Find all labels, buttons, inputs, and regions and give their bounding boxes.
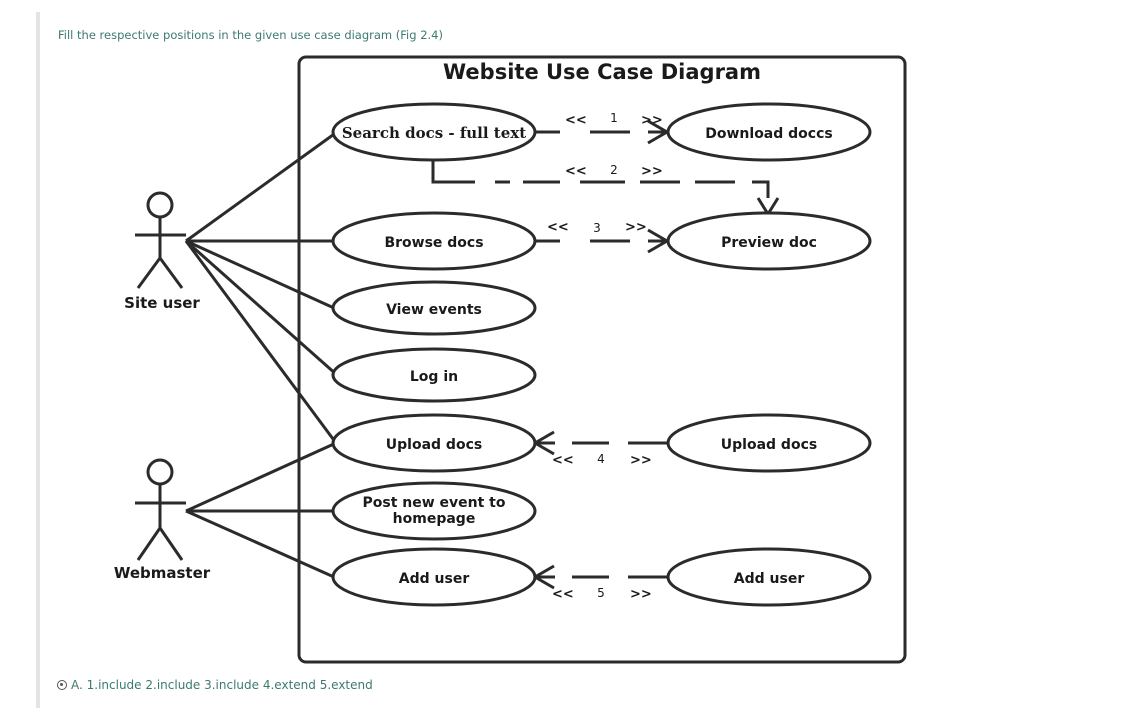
dependency-4-open: << [552,453,574,468]
use-case-preview-doc [666,211,872,271]
use-case-upload-docs-left [331,413,537,473]
blank-3: 3 [593,221,601,235]
blank-1: 1 [610,111,618,125]
use-case-upload-docs-right [666,413,872,473]
use-case-browse-docs [331,211,537,271]
dependency-2-open: << [565,164,587,179]
dependency-5 [532,564,668,590]
log-in-label: Log in [410,369,458,385]
diagram-title: Website Use Case Diagram [443,60,761,84]
dependency-3-close: >> [625,220,647,235]
view-events-label: View events [386,302,482,318]
dependency-2-close: >> [641,164,663,179]
use-case-download-docs [666,102,872,162]
dependency-4-close: >> [630,453,652,468]
browse-docs-label: Browse docs [384,235,483,251]
webmaster-actor [135,458,186,561]
system-boundary [297,55,907,664]
dependency-1-open: << [565,113,587,128]
dependency-5-open: << [552,587,574,602]
blank-2: 2 [610,163,618,177]
post-event-label-line1: Post new event to [362,495,505,511]
add-user-right-label: Add user [734,571,805,587]
add-user-left-label: Add user [399,571,470,587]
use-case-add-user-left [331,547,537,607]
search-docs-label: Search docs - full text [342,124,526,142]
preview-doc-label: Preview doc [721,235,817,251]
dependency-2 [431,160,780,217]
answer-option-a-label: A. 1.include 2.include 3.include 4.exten… [71,678,373,692]
use-case-search-docs [331,102,537,162]
dependency-4 [532,430,668,456]
dependency-1-close: >> [641,113,663,128]
download-docs-label: Download doccs [705,126,832,142]
question-text: Fill the respective positions in the giv… [58,28,443,42]
associations [184,130,338,579]
webmaster-label: Webmaster [114,564,211,582]
left-rule [36,12,40,708]
use-case-view-events [331,280,537,336]
blank-5: 5 [597,586,605,600]
use-case-log-in [331,347,537,403]
radio-selected-icon[interactable] [57,680,67,690]
post-event-label-line2: homepage [393,511,476,527]
upload-docs-left-label: Upload docs [386,437,482,453]
dependency-5-close: >> [630,587,652,602]
use-case-post-new-event [331,481,537,541]
site-user-actor [135,191,186,289]
upload-docs-right-label: Upload docs [721,437,817,453]
use-case-add-user-right [666,547,872,607]
site-user-label: Site user [124,294,200,312]
dependency-3-open: << [547,220,569,235]
answer-option-a[interactable]: A. 1.include 2.include 3.include 4.exten… [57,678,373,692]
blank-4: 4 [597,452,605,466]
